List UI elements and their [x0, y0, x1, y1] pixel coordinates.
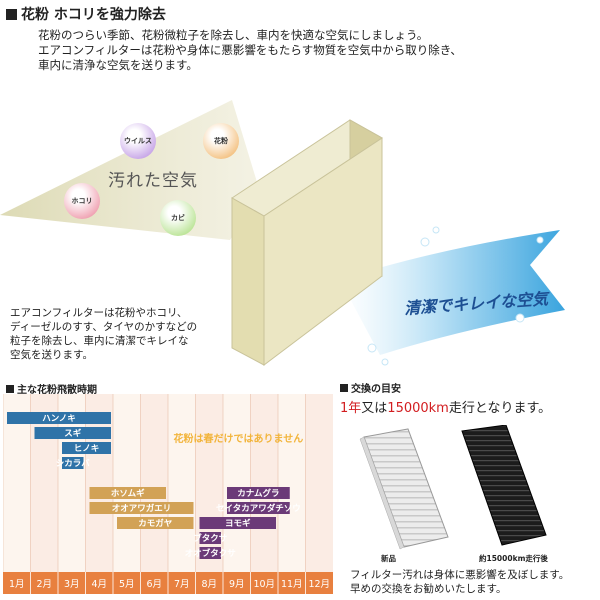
pollen-bar [62, 457, 84, 469]
filter-description-line: ディーゼルのすす、タイヤのかすなどの [10, 321, 198, 333]
month-label: 1月 [9, 579, 25, 590]
month-label: 8月 [201, 579, 217, 590]
month-label: 5月 [119, 579, 135, 590]
pollen-bar [62, 442, 111, 454]
month-column [223, 394, 251, 572]
pollen-bar-label: スギ [64, 428, 82, 439]
page-heading: 花粉 ホコリを強力除去 [6, 4, 166, 24]
mold-bubble-icon: カビ [160, 200, 196, 236]
pollen-bar [7, 412, 111, 424]
filter-description-line: 空気を送ります。 [10, 349, 93, 361]
heading-text: 花粉 ホコリを強力除去 [21, 7, 166, 23]
pollen-bubble-icon: 花粉 [203, 123, 239, 159]
replace-note: フィルター汚れは身体に悪影響を及ぼします。 早めの交換をお勧めいたします。 [350, 568, 595, 596]
month-column [250, 394, 278, 572]
calendar-note: 花粉は春だけではありません [174, 432, 304, 445]
virus-label: ウイルス [124, 137, 152, 145]
pollen-bar-label: ハンノキ [42, 414, 76, 424]
pollen-section-title: 主な花粉飛散時期 [6, 381, 97, 396]
pollen-bar [34, 427, 111, 439]
pollen-bar [199, 532, 221, 544]
intro-line: エアコンフィルターは花粉や身体に悪影響をもたらす物質を空気中から取り除き、 [38, 43, 462, 57]
month-label: 7月 [174, 579, 190, 590]
pollen-bar-label: シカラバ [56, 458, 90, 469]
heading-bullet-icon [6, 8, 17, 20]
replace-distance: 15000km [387, 401, 449, 416]
clean-air-dots [367, 226, 544, 366]
pollen-bar [89, 487, 166, 499]
intro-line: 花粉のつらい季節、花粉微粒子を除去し、車内を快適な空気にしましょう。 [38, 28, 429, 42]
mold-label: カビ [171, 214, 185, 222]
month-label: 12月 [308, 579, 330, 590]
month-column [305, 394, 333, 572]
used-filter-photo [461, 425, 547, 546]
pollen-bar-label: ホソムギ [111, 488, 145, 499]
pollen-bar-label: ヨモギ [225, 518, 251, 529]
filter-description-line: 粒子を除去し、車内に清潔でキレイな [10, 335, 189, 347]
pollen-bar [199, 517, 276, 529]
month-label: 9月 [229, 579, 245, 590]
dirty-air-label: 汚れた空気 [108, 171, 198, 191]
pollen-bar-label: ヒノキ [74, 444, 100, 454]
month-column [278, 394, 306, 572]
virus-bubble-icon: ウイルス [120, 123, 156, 159]
month-column [168, 394, 196, 572]
new-filter-photo [359, 428, 449, 550]
filter-description: エアコンフィルターは花粉やホコリ、 ディーゼルのすす、タイヤのかすなどの 粒子を… [10, 306, 235, 362]
pollen-bar-label: セイタカアワダチソウ [216, 503, 301, 514]
month-label: 4月 [91, 579, 107, 590]
replace-section-title: 交換の目安 [340, 380, 401, 395]
filter-description-line: エアコンフィルターは花粉やホコリ、 [10, 307, 188, 319]
filter-block [231, 119, 383, 367]
month-label: 6月 [146, 579, 162, 590]
pollen-label: 花粉 [214, 137, 228, 145]
replace-section-bullet-icon [340, 383, 348, 392]
month-label: 3月 [64, 579, 80, 590]
pollen-bar [227, 487, 290, 499]
used-filter-caption: 約15000km走行後 [479, 554, 548, 563]
month-column [113, 394, 141, 572]
month-column [195, 394, 223, 572]
pollen-section-bullet-icon [6, 384, 14, 393]
month-label: 2月 [36, 579, 52, 590]
replace-note-line: フィルター汚れは身体に悪影響を及ぼします。 [350, 569, 570, 581]
pollen-bar [199, 547, 221, 559]
month-label: 10月 [253, 579, 275, 590]
pollen-section-title-text: 主な花粉飛散時期 [17, 385, 97, 396]
replace-guideline: 1年又は15000km走行となります。 [340, 397, 551, 416]
pollen-bar [117, 517, 194, 529]
dust-label: ホコリ [71, 197, 93, 205]
pollen-calendar: 1月 2月 3月 4月 5月 6月 7月 8月 9月 10月 11月 12月 ハンノキスギヒノキシカラバ… [3, 394, 333, 594]
replace-period: 1年 [340, 401, 362, 416]
airflow-illustration: ウイルス 花粉 ホコリ カビ 汚れた空気 清潔でキレイな空気 [0, 80, 600, 380]
pollen-bar-label: カナムグラ [237, 488, 279, 499]
pollen-bar-label: ブタクサ [193, 533, 228, 544]
pollen-bar-label: オオアワガエリ [112, 503, 172, 514]
pollen-bar [89, 502, 194, 514]
pollen-bar [227, 502, 290, 514]
dust-bubble-icon: ホコリ [64, 183, 100, 219]
month-column [140, 394, 168, 572]
pollen-bar-label: オオブタクサ [185, 548, 237, 559]
clean-air-stream [340, 230, 565, 355]
replace-note-line: 早めの交換をお勧めいたします。 [350, 583, 507, 595]
intro-line: 車内に清浄な空気を送ります。 [38, 58, 198, 72]
new-filter-caption: 新品 [381, 554, 396, 563]
replace-suffix: 走行となります。 [448, 401, 552, 416]
month-label: 11月 [281, 579, 303, 590]
replace-section-title-text: 交換の目安 [351, 384, 401, 395]
replace-or: 又は [361, 401, 388, 416]
intro-text: 花粉のつらい季節、花粉微粒子を除去し、車内を快適な空気にしましょう。 エアコンフ… [38, 28, 598, 73]
pollen-bar-label: カモガヤ [138, 518, 173, 529]
